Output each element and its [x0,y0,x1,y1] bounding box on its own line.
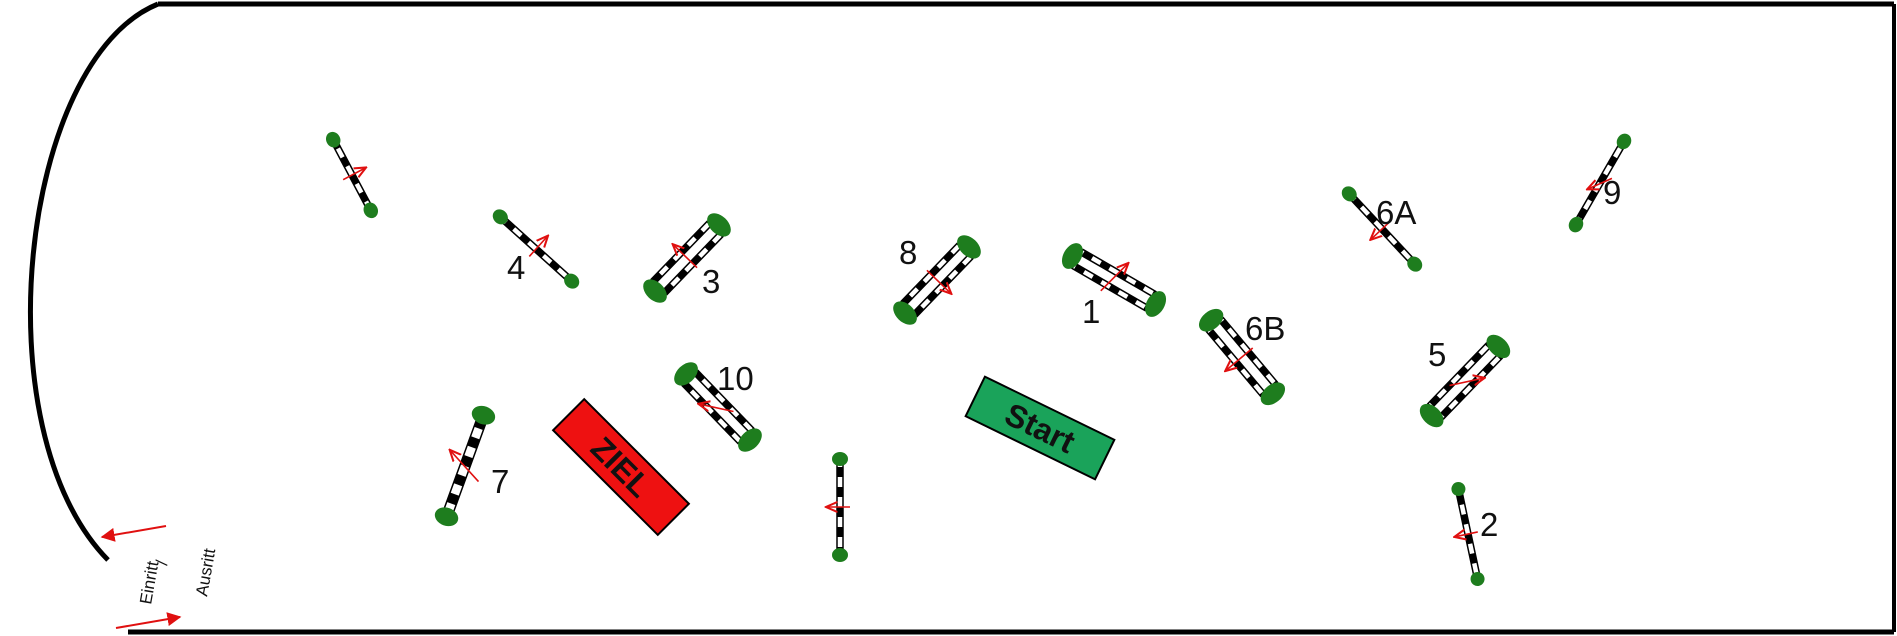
obstacle-fence-9 [1568,133,1632,233]
obstacle-fence-3 [643,213,731,303]
fence-10-number: 10 [717,360,754,397]
fence-1-number: 1 [1082,293,1100,330]
entrance-label-slash: / [152,558,172,566]
fence-6a-number: 6A [1376,194,1416,231]
fence-8-number: 8 [899,234,917,271]
obstacle-fence-7 [434,405,496,527]
obstacle-fence-1 [1061,243,1167,317]
fence-6b-number: 6B [1245,310,1285,347]
obstacle-fence-5 [1419,334,1511,428]
start-zone: Start [964,375,1116,481]
obstacle-fence-6b [1198,308,1286,406]
obstacle-unnumbered-b [826,452,850,562]
obstacle-unnumbered-a [325,131,379,219]
obstacle-fence-2 [1451,482,1485,586]
obstacle-fence-10 [674,362,762,452]
entrance-exit-marker: Einritt / Ausritt [100,525,219,629]
finish-zone: ZIEL [551,397,691,537]
fence-7-number: 7 [491,463,509,500]
fence-5-number: 5 [1428,336,1446,373]
fence-4-number: 4 [507,249,525,286]
obstacle-fence-4 [492,209,580,289]
entrance-label-ausritt: Ausritt [192,547,219,598]
fence-9-number: 9 [1603,174,1621,211]
fence-3-number: 3 [702,263,720,300]
arena-boundary [27,1,1896,635]
entrance-label-einritt: Einritt [136,559,162,605]
obstacle-fence-6a [1341,186,1423,272]
obstacle-fence-8 [893,235,981,325]
fence-2-number: 2 [1480,506,1498,543]
